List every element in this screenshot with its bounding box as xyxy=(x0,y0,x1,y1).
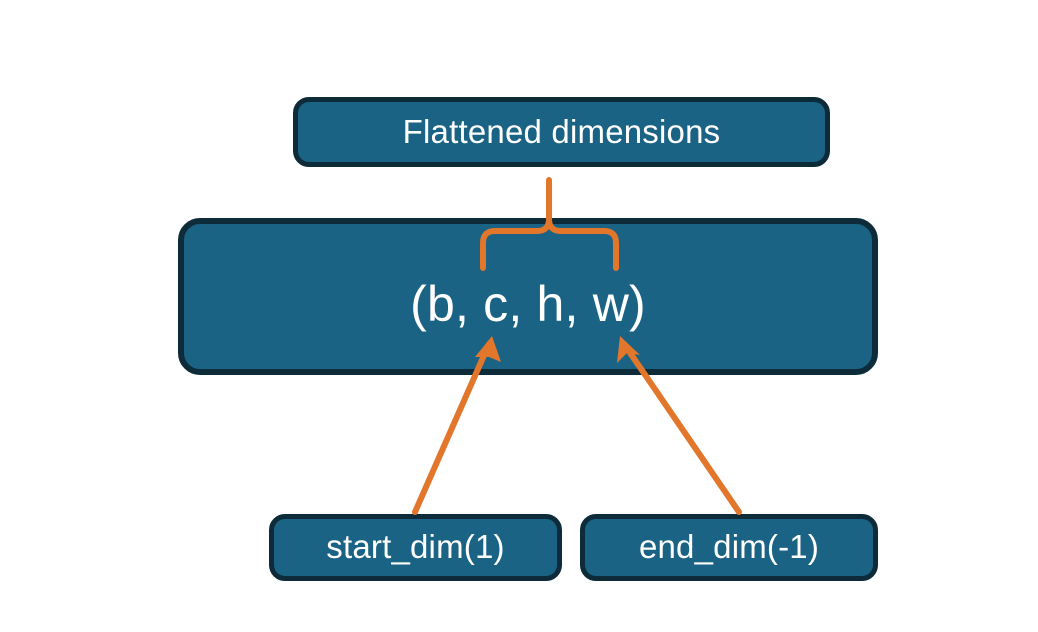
end-dim-label: end_dim(-1) xyxy=(638,528,820,566)
tensor-shape-box[interactable]: (b, c, h, w) xyxy=(178,218,878,375)
start-dim-label: start_dim(1) xyxy=(326,528,505,566)
flattened-dimensions-label: Flattened dimensions xyxy=(402,112,721,150)
end-dim-box[interactable]: end_dim(-1) xyxy=(580,514,878,581)
tensor-shape-label: (b, c, h, w) xyxy=(410,276,646,332)
start-dim-box[interactable]: start_dim(1) xyxy=(269,514,562,581)
flattened-dimensions-box[interactable]: Flattened dimensions xyxy=(293,97,830,167)
